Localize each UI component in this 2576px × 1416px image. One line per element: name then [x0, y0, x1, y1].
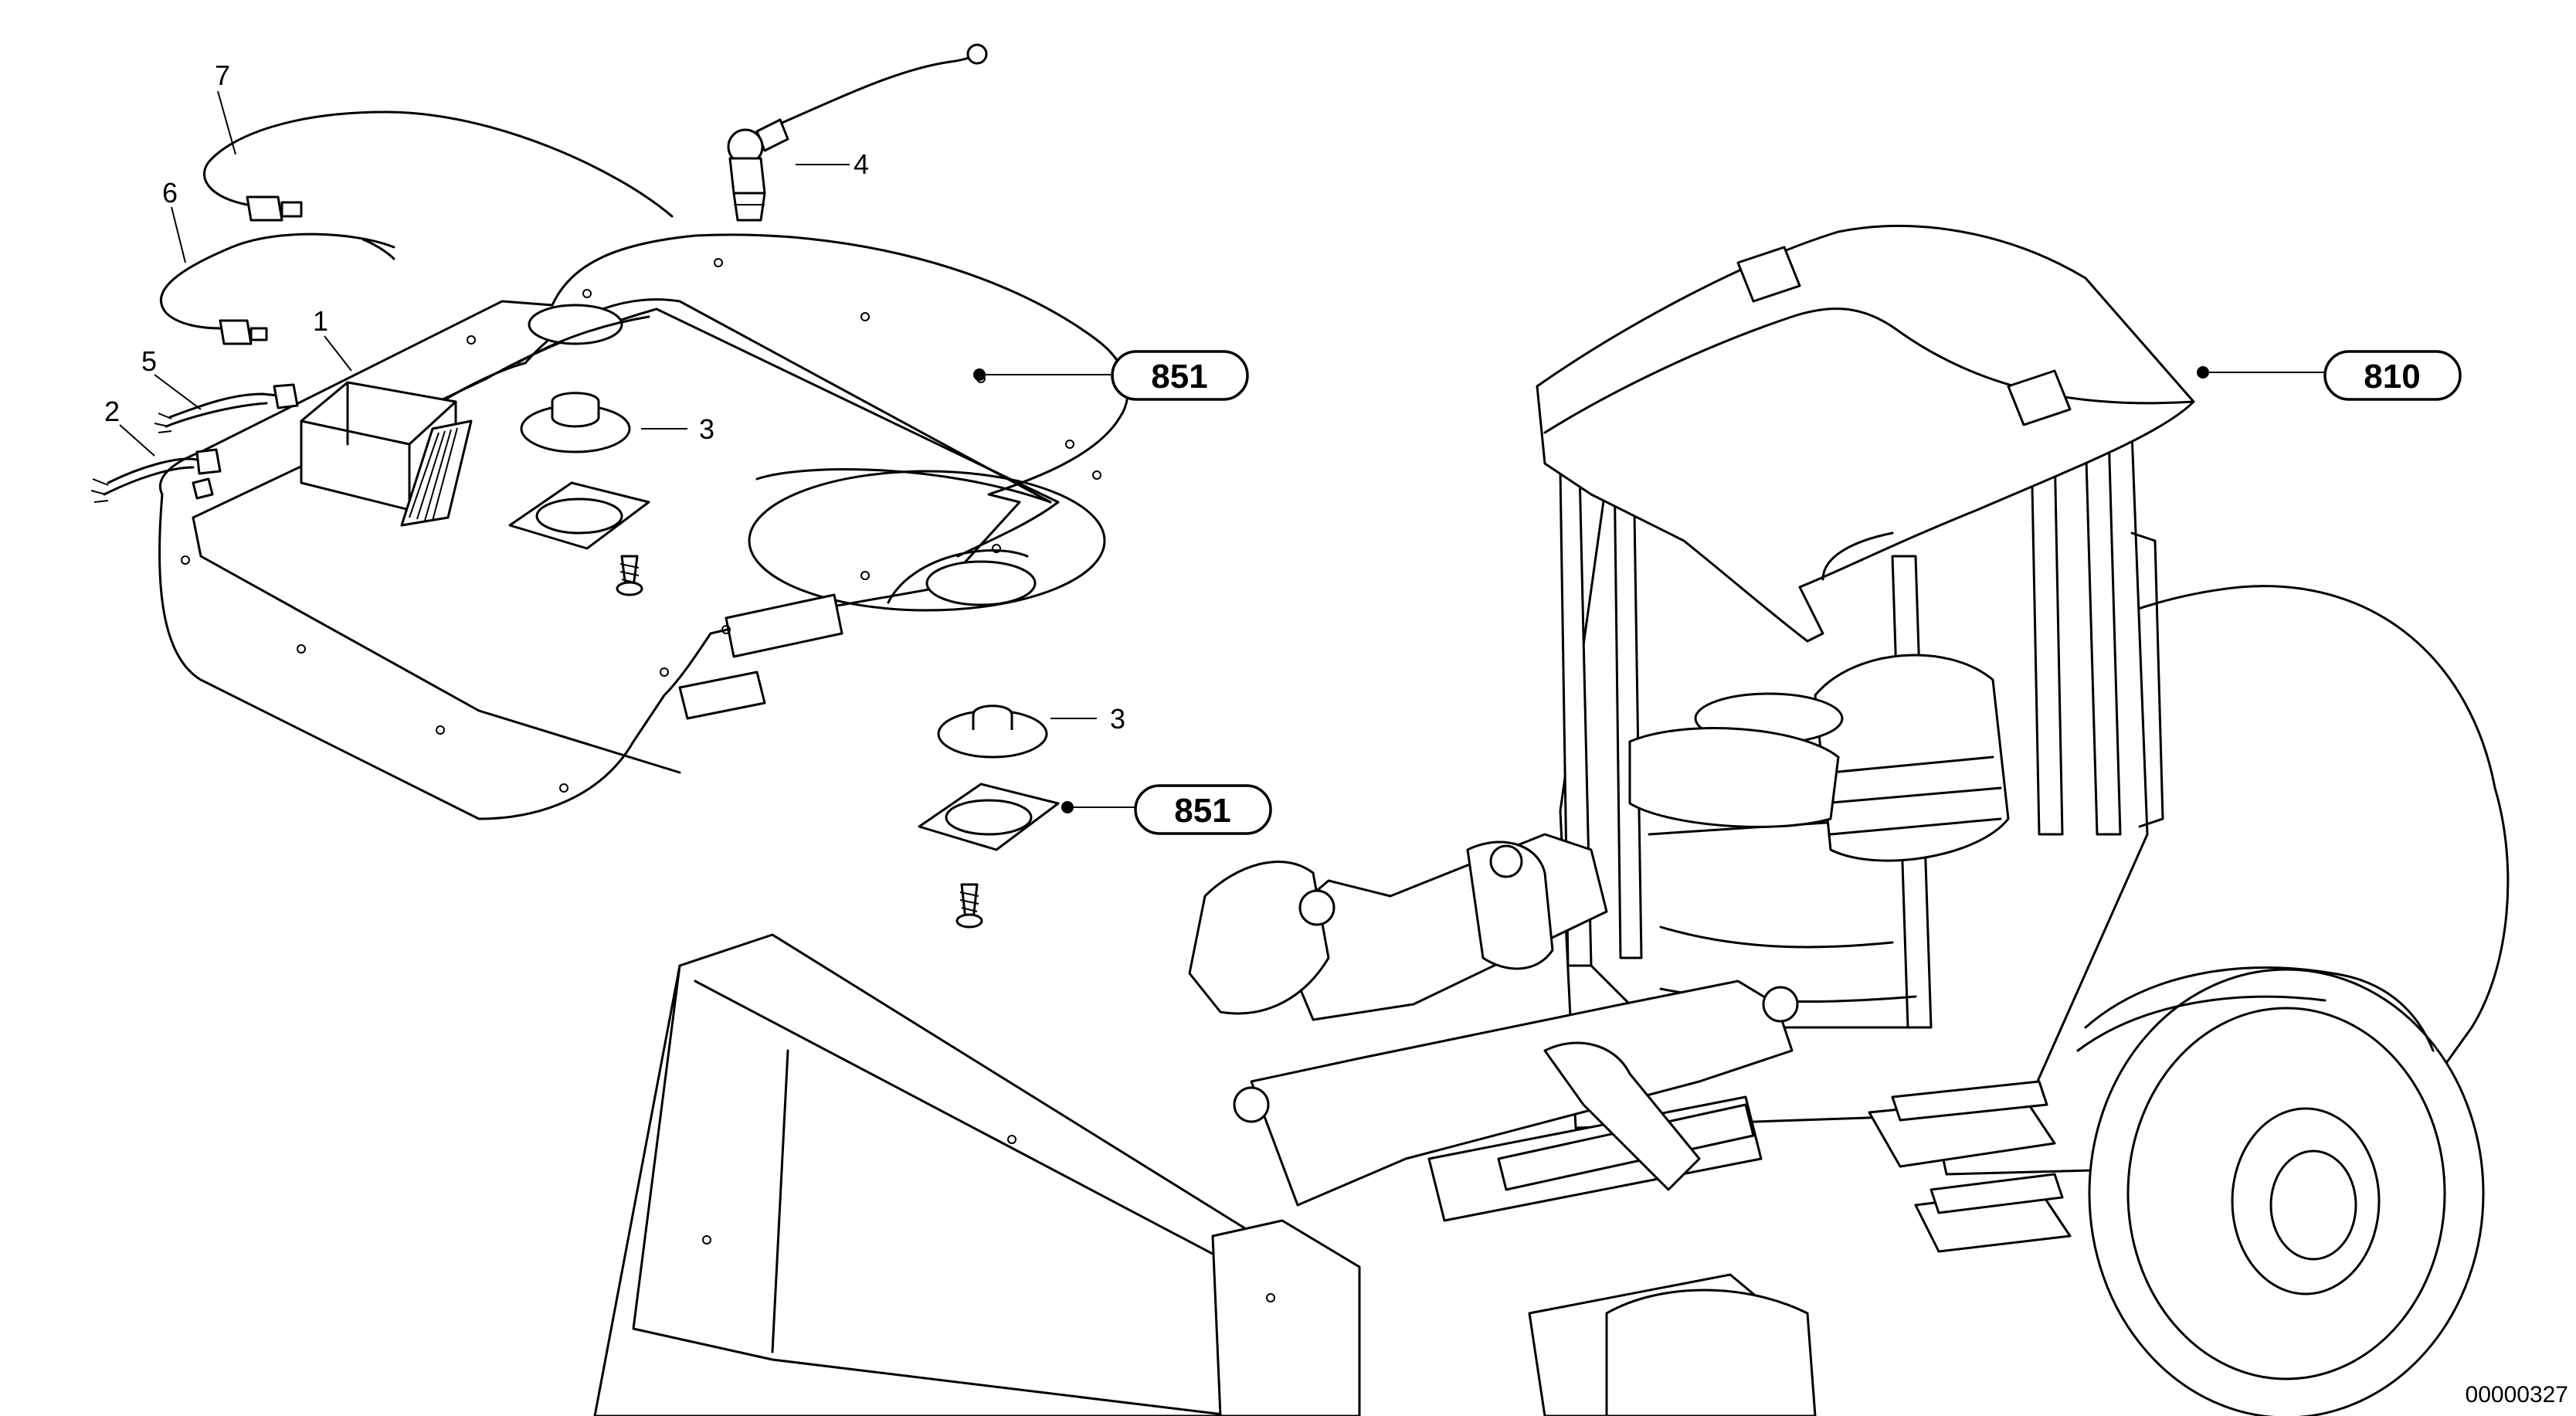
callout-1: 1 [313, 305, 328, 337]
steering-wheel [1628, 692, 1844, 828]
callout-5: 5 [141, 345, 157, 377]
callout-6: 6 [162, 177, 178, 209]
cab-roof-canopy [1536, 225, 2195, 643]
rear-wheel [2088, 968, 2485, 1416]
part-3-dome-cover-upper [508, 392, 650, 596]
callout-leaders [119, 90, 2325, 813]
callout-7: 7 [215, 59, 230, 91]
part-2-wire-harness [90, 448, 222, 503]
part-5-wire-harness [154, 383, 299, 433]
loader-bucket [593, 933, 1361, 1416]
part-3-dome-cover-lower [918, 705, 1060, 929]
callout-4: 4 [854, 148, 869, 180]
callout-3-lower: 3 [1110, 703, 1125, 735]
wheel-loader-illustration [593, 225, 2510, 1416]
callout-2: 2 [104, 396, 120, 427]
reference-badge-plate[interactable]: 851 [1134, 784, 1272, 835]
part-6-cable [160, 233, 395, 345]
document-id: 00000327 [2466, 1382, 2568, 1408]
reference-851-roof: 851 [1151, 358, 1207, 396]
roof-inner-panel [158, 233, 1129, 820]
reference-810-cab: 810 [2364, 358, 2420, 396]
reference-badge-roof-panel[interactable]: 851 [1111, 350, 1249, 401]
loader-lift-arm [1188, 833, 1799, 1222]
reference-badge-cab[interactable]: 810 [2323, 350, 2462, 401]
part-7-cable [203, 110, 674, 222]
part-4-antenna [727, 43, 988, 222]
callout-3-upper: 3 [699, 413, 714, 445]
operator-seat [1814, 654, 2010, 862]
part-1-control-module [300, 381, 473, 527]
reference-851-plate: 851 [1174, 792, 1230, 830]
